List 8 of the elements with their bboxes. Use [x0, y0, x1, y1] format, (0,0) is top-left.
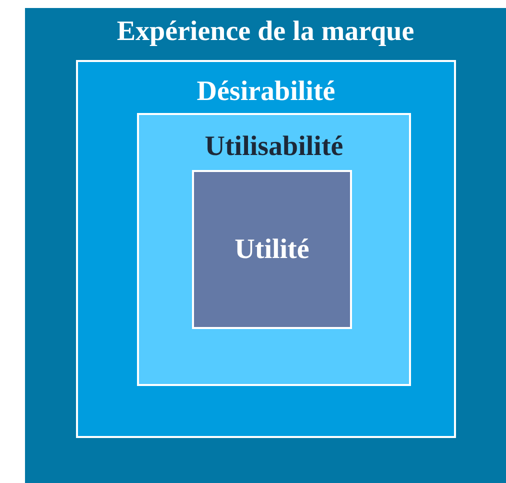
nested-box: [192, 170, 352, 329]
nested-box: [137, 113, 411, 386]
nested-box: [25, 8, 506, 483]
box-title: Désirabilité: [196, 78, 336, 106]
box-title: Expérience de la marque: [116, 18, 416, 46]
box-title: Utilisabilité: [204, 133, 344, 161]
nested-box: [76, 60, 456, 438]
box-title: Utilité: [234, 236, 310, 264]
